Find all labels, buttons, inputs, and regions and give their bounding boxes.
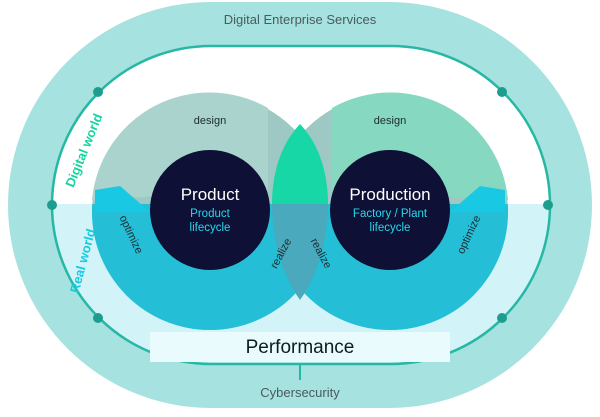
track-dot <box>497 87 507 97</box>
product-subtitle-2: lifecycle <box>190 222 231 234</box>
production-design-label: design <box>374 115 406 127</box>
production-core <box>330 150 450 270</box>
cybersecurity-label: Cybersecurity <box>260 385 340 400</box>
track-dot <box>93 87 103 97</box>
overlap-lens-top <box>272 124 328 204</box>
performance-bar <box>150 332 450 362</box>
track-dot <box>93 313 103 323</box>
production-title: Production <box>349 185 430 204</box>
product-design-label: design <box>194 115 226 127</box>
outer-label: Digital Enterprise Services <box>224 12 377 27</box>
track-dot <box>497 313 507 323</box>
production-subtitle-1: Factory / Plant <box>353 208 428 220</box>
product-subtitle-1: Product <box>190 208 230 220</box>
performance-label: Performance <box>246 337 355 358</box>
product-core <box>150 150 270 270</box>
track-dot <box>47 200 57 210</box>
track-dot <box>543 200 553 210</box>
overlap-lens-bottom <box>272 204 328 300</box>
production-subtitle-2: lifecycle <box>370 222 411 234</box>
product-title: Product <box>181 185 240 204</box>
